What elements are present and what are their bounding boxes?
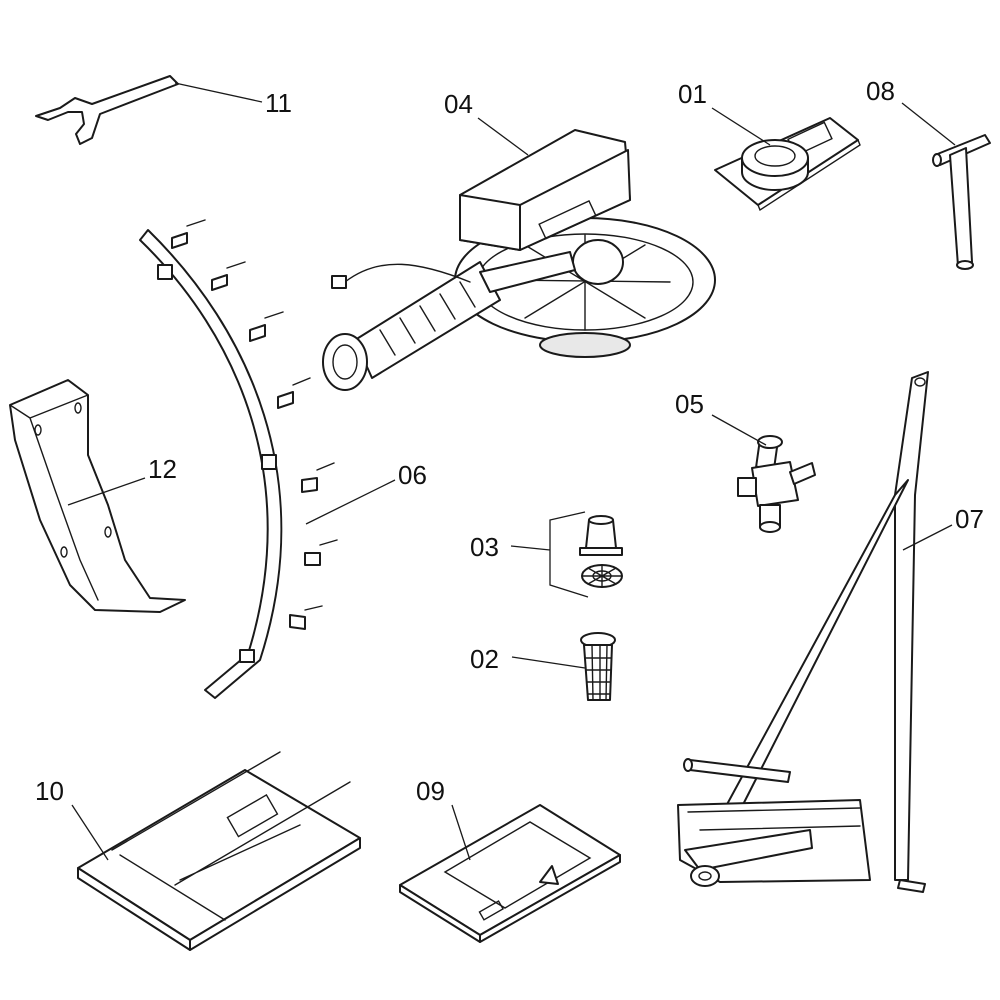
part-05-valve-fitting: 05 — [675, 389, 816, 533]
leader-03 — [510, 511, 589, 598]
callout-03: 03 — [470, 532, 499, 562]
leader-05 — [711, 414, 767, 446]
leader-07 — [902, 524, 953, 551]
leader-10 — [71, 804, 109, 861]
part-11-spanner-wrench: 11 — [35, 75, 292, 145]
callout-05: 05 — [675, 389, 704, 419]
callout-04: 04 — [444, 89, 473, 119]
callout-02: 02 — [470, 644, 499, 674]
leader-08 — [901, 102, 956, 146]
leader-12 — [67, 477, 146, 506]
callout-12: 12 — [148, 454, 177, 484]
leader-02 — [511, 656, 586, 669]
leader-09 — [451, 804, 471, 861]
leader-11 — [174, 82, 263, 103]
callout-06: 06 — [398, 460, 427, 490]
callout-09: 09 — [416, 776, 445, 806]
leader-04 — [477, 117, 529, 156]
callout-07: 07 — [955, 504, 984, 534]
part-06-spray-boom: 06 — [139, 219, 427, 699]
callout-08: 08 — [866, 76, 895, 106]
part-12-guard: 12 — [9, 379, 186, 613]
part-01-mounting-plate: 01 — [678, 79, 861, 212]
part-07-frame-stand: 07 — [677, 371, 984, 893]
part-03-nozzle-set: 03 — [470, 511, 623, 598]
leader-01 — [711, 107, 771, 146]
callout-10: 10 — [35, 776, 64, 806]
callout-01: 01 — [678, 79, 707, 109]
callout-11: 11 — [265, 88, 292, 118]
part-02-strainer: 02 — [470, 632, 616, 701]
part-08-t-pin: 08 — [866, 76, 991, 270]
leader-06 — [305, 479, 396, 525]
part-04-pump-assembly: 04 — [322, 89, 716, 391]
part-09-small-manual: 09 — [399, 776, 621, 943]
part-10-large-manual: 10 — [35, 751, 361, 951]
